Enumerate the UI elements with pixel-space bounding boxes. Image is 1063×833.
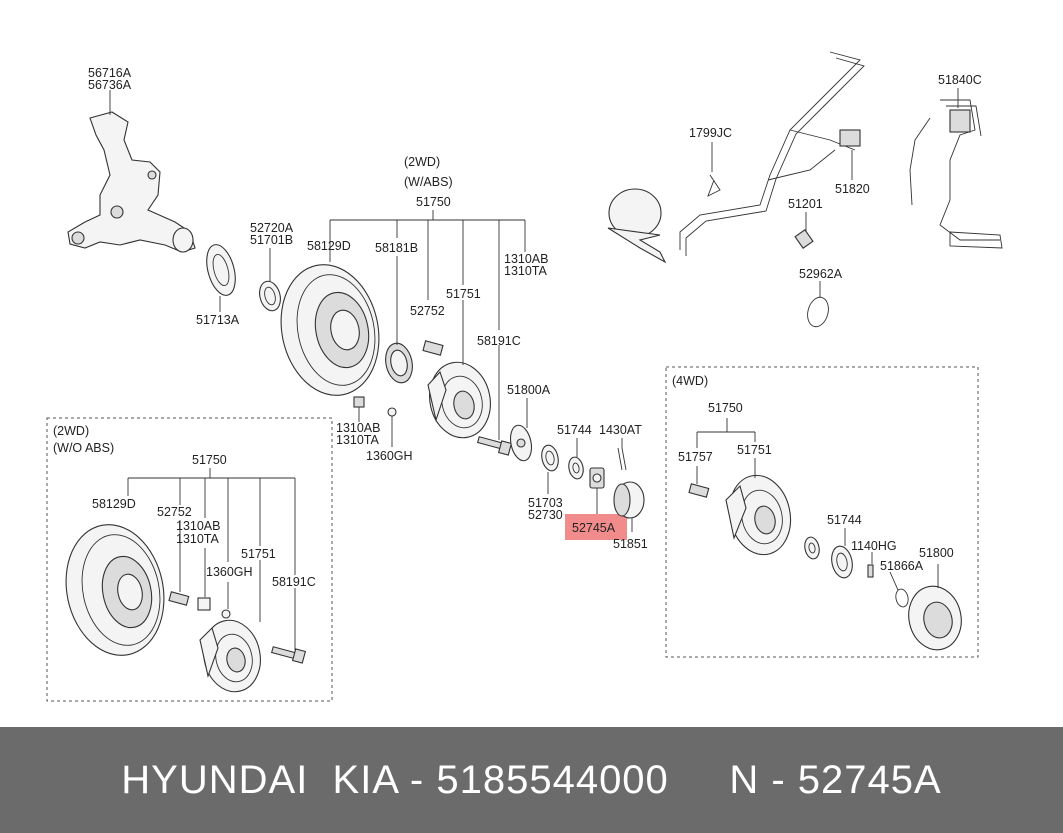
parts-diagram: 56716A 56736A 51713A 52720A 51701B (2WD)…: [46, 51, 1003, 702]
label-abs-1310ta-b: 1310TA: [336, 433, 380, 447]
label-52745a: 52745A: [572, 521, 616, 535]
label-51744: 51744: [557, 423, 592, 437]
label-noabs-1360gh: 1360GH: [206, 565, 253, 579]
wheel-hub-4wd: [725, 474, 792, 556]
label-52730: 52730: [528, 508, 563, 522]
hub-nut-52745a: [589, 467, 605, 489]
highlight-52745a: [565, 514, 627, 540]
label-51800a: 51800A: [507, 383, 551, 397]
brake-line-assembly: [679, 51, 865, 256]
label-noabs-group2: (W/O ABS): [53, 441, 114, 455]
label-noabs-51750: 51750: [192, 453, 227, 467]
label-51840c: 51840C: [938, 73, 982, 87]
label-abs-58129d: 58129D: [307, 239, 351, 253]
label-noabs-1310ab: 1310AB: [176, 519, 220, 533]
footer-part-number: HYUNDAI KIA - 5185544000 N - 52745A: [0, 727, 1063, 833]
label-4wd-51750: 51750: [708, 401, 743, 415]
label-noabs-group: (2WD): [53, 424, 89, 438]
label-4wd-group: (4WD): [672, 374, 708, 388]
group-box-2wd-no-abs: [46, 417, 333, 702]
label-abs-1310ab-b: 1310AB: [336, 421, 380, 435]
label-4wd-51757: 51757: [678, 450, 713, 464]
label-51201: 51201: [788, 197, 823, 211]
screw-4wd-1140hg: [867, 564, 874, 578]
clip-1799jc: [707, 174, 721, 197]
cotter-pin-1430at: [617, 447, 627, 471]
label-noabs-52752: 52752: [157, 505, 192, 519]
washer-4wd-51744: [804, 536, 820, 560]
label-abs-51750: 51750: [416, 195, 451, 209]
hub-cap-plate-51800a: [509, 424, 533, 462]
o-ring-52962a: [807, 296, 829, 328]
label-noabs-58129d: 58129D: [92, 497, 136, 511]
wheel-speed-sensor-51840c: [909, 99, 1003, 249]
label-56736a: 56736A: [88, 78, 132, 92]
o-ring-4wd-51866a: [895, 588, 909, 608]
label-abs-group2: (W/ABS): [404, 175, 453, 189]
tone-ring-58181b: [385, 342, 413, 384]
label-noabs-1310ta: 1310TA: [176, 532, 220, 546]
label-1430at: 1430AT: [599, 423, 642, 437]
label-abs-1310ab: 1310AB: [504, 252, 548, 266]
label-4wd-51866a: 51866A: [880, 559, 924, 573]
label-51701b: 51701B: [250, 233, 293, 247]
washer-51744: [568, 456, 584, 480]
label-noabs-51751: 51751: [241, 547, 276, 561]
wheel-stud-52752: [422, 340, 444, 356]
diaphragm-unit: [607, 188, 667, 264]
bearing-51703: [541, 444, 559, 472]
bearing-52720a: [259, 280, 281, 312]
label-1799jc: 1799JC: [689, 126, 732, 140]
label-4wd-51800: 51800: [919, 546, 954, 560]
label-4wd-51751: 51751: [737, 443, 772, 457]
steering-knuckle: [67, 111, 196, 253]
label-4wd-51744: 51744: [827, 513, 862, 527]
bearing-4wd: [831, 545, 853, 579]
sensor-51201: [794, 229, 814, 249]
brake-disc-no-abs: [65, 524, 165, 656]
label-51851: 51851: [613, 537, 648, 551]
brake-disc-abs: [280, 264, 380, 396]
label-51703: 51703: [528, 496, 563, 510]
group-box-4wd: [665, 366, 979, 658]
seal-51713a: [206, 244, 236, 296]
grease-cap-51851: [613, 481, 645, 519]
label-abs-1360gh: 1360GH: [366, 449, 413, 463]
label-51713a: 51713A: [196, 313, 240, 327]
bolt-no-abs: [270, 646, 307, 664]
label-abs-58181b: 58181B: [375, 241, 418, 255]
bolt-58191c: [476, 436, 513, 456]
label-abs-51751: 51751: [446, 287, 481, 301]
label-52720a: 52720A: [250, 221, 294, 235]
stud-4wd-51757: [688, 483, 710, 498]
label-56716a: 56716A: [88, 66, 132, 80]
label-52962a: 52962A: [799, 267, 843, 281]
label-abs-58191c: 58191C: [477, 334, 521, 348]
label-4wd-1140hg: 1140HG: [851, 539, 897, 553]
wheel-hub-no-abs: [199, 619, 261, 693]
label-noabs-58191c: 58191C: [272, 575, 316, 589]
label-abs-52752: 52752: [410, 304, 445, 318]
label-abs-1310ta: 1310TA: [504, 264, 548, 278]
label-abs-group: (2WD): [404, 155, 440, 169]
nut-1310ab: [353, 396, 397, 417]
wheel-hub-abs: [427, 361, 491, 439]
locking-hub-4wd-51800: [908, 585, 962, 651]
label-51820: 51820: [835, 182, 870, 196]
stud-no-abs: [168, 591, 231, 619]
